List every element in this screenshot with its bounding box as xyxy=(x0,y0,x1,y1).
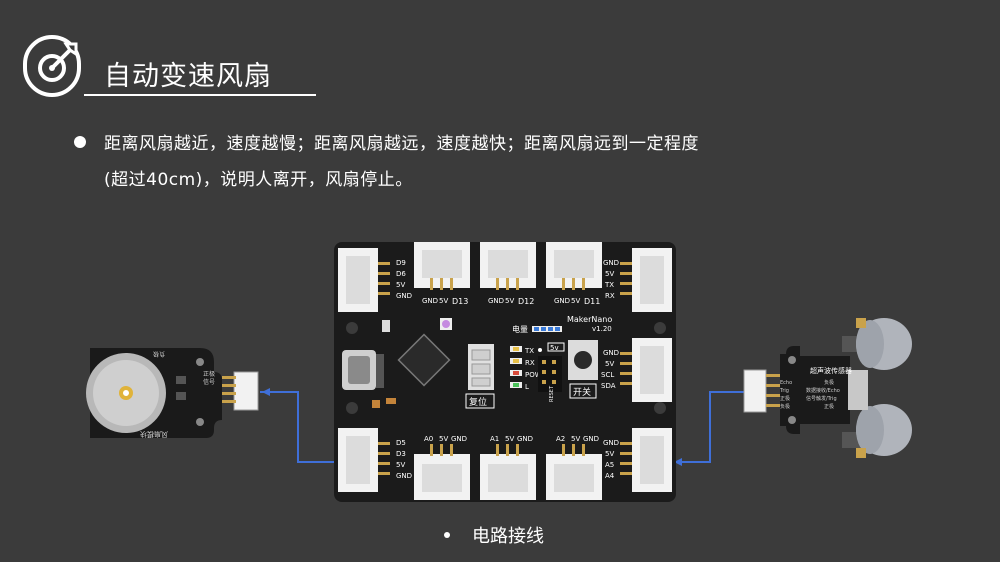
port-label: D12 xyxy=(518,297,534,306)
port-label: A1 xyxy=(490,435,499,443)
port-label: GND xyxy=(422,297,438,305)
ultrasonic-short-label: 负极 xyxy=(780,403,790,410)
ultrasonic-short-label: Trig xyxy=(779,388,789,394)
pin-label: RX xyxy=(605,292,615,300)
port-label: GND xyxy=(451,435,467,443)
power-label: 电量 xyxy=(512,324,528,334)
bullet-line-2: (超过40cm)，说明人离开，风扇停止。 xyxy=(104,170,413,190)
pin-label: D3 xyxy=(396,450,406,458)
pin-label: GND xyxy=(603,349,619,357)
version-label: v1.20 xyxy=(592,325,612,333)
pin-label: GND xyxy=(396,292,412,300)
led-label: TX xyxy=(524,347,534,355)
pin-label: D6 xyxy=(396,270,406,278)
fan-pin-label: 信号 xyxy=(203,378,215,386)
diagram-caption: 电路接线 xyxy=(444,522,544,548)
fan-module-label: 风扇模块 xyxy=(140,430,168,439)
fan-wire xyxy=(260,391,342,463)
rocket-target-icon xyxy=(23,35,81,97)
pin-label: GND xyxy=(603,439,619,447)
pin-label: TX xyxy=(604,281,614,289)
ultrasonic-pin-label: 信号触发/Trig xyxy=(806,395,837,402)
reset-label: 复位 xyxy=(469,396,487,408)
caption-text: 电路接线 xyxy=(472,526,544,547)
title-underline xyxy=(84,94,316,96)
pin-label: A4 xyxy=(605,472,615,480)
fan-pin-label: 正极 xyxy=(203,370,215,378)
port-label: GND xyxy=(488,297,504,305)
power-indicator xyxy=(532,326,562,332)
status-leds xyxy=(510,346,522,388)
title-block: 自动变速风扇 xyxy=(22,34,316,98)
brand-label: MakerNano xyxy=(567,315,612,324)
pin-label: SDA xyxy=(601,382,616,390)
pin-label: D5 xyxy=(396,439,406,447)
port-label: 5V xyxy=(571,297,580,305)
ultrasonic-short-label: Echo xyxy=(780,380,792,386)
port-label: 5V xyxy=(505,435,514,443)
ultrasonic-title: 超声波传感器 xyxy=(810,366,852,375)
port-label: 5V xyxy=(439,435,448,443)
ultrasonic-module: 超声波传感器 负极 数据接收/Echo 信号触发/Trig 正极 Echo Tr… xyxy=(743,318,912,458)
pin-label: 5V xyxy=(605,360,614,368)
v5-label: 5v xyxy=(550,344,559,352)
caption-bullet xyxy=(444,532,450,538)
pin-label: 5V xyxy=(605,450,614,458)
pin-label: A5 xyxy=(605,461,614,469)
bullet-line-1: 距离风扇越近，速度越慢；距离风扇越远，速度越快；距离风扇远到一定程度 xyxy=(104,134,699,154)
fan-pin-label: 负极 xyxy=(153,350,165,358)
pin-label: GND xyxy=(603,259,619,267)
led-label: RX xyxy=(525,359,535,367)
port-label: D13 xyxy=(452,297,468,306)
led-label: POW xyxy=(525,371,542,379)
page-title: 自动变速风扇 xyxy=(104,61,272,92)
pin-label: SCL xyxy=(601,371,614,379)
pin-label: GND xyxy=(396,472,412,480)
fan-module: 负极 正极 信号 风扇模块 xyxy=(86,348,259,439)
port-label: 5V xyxy=(505,297,514,305)
ultrasonic-pin-label: 数据接收/Echo xyxy=(806,387,840,394)
port-label: D11 xyxy=(584,297,600,306)
ultrasonic-pin-label: 负极 xyxy=(824,379,834,386)
port-label: 5V xyxy=(439,297,448,305)
ultrasonic-short-label: 正极 xyxy=(780,395,790,402)
port-label: 5V xyxy=(571,435,580,443)
pin-label: 5V xyxy=(396,461,405,469)
fan-connector xyxy=(233,371,259,411)
ultrasonic-connector xyxy=(743,369,767,413)
pin-label: D9 xyxy=(396,259,406,267)
bullet-item: 距离风扇越近，速度越慢；距离风扇越远，速度越快；距离风扇远到一定程度 (超过40… xyxy=(74,126,834,198)
pin-label: 5V xyxy=(396,281,405,289)
ultrasonic-wire xyxy=(674,391,744,463)
port-label: A0 xyxy=(424,435,433,443)
port-label: A2 xyxy=(556,435,565,443)
bullet-dot xyxy=(74,136,86,148)
ultrasonic-pin-label: 正极 xyxy=(824,403,834,410)
mcu-chip xyxy=(397,333,451,387)
led-label: L xyxy=(525,383,529,391)
reset-chip-label: RESET xyxy=(549,385,555,402)
switch-label: 开关 xyxy=(573,386,591,398)
maker-nano-board: D9 D6 5V GND D5 D3 5V GND GND 5V TX RX G… xyxy=(334,242,676,502)
pin-label: 5V xyxy=(605,270,614,278)
port-label: GND xyxy=(554,297,570,305)
port-label: GND xyxy=(583,435,599,443)
port-label: GND xyxy=(517,435,533,443)
